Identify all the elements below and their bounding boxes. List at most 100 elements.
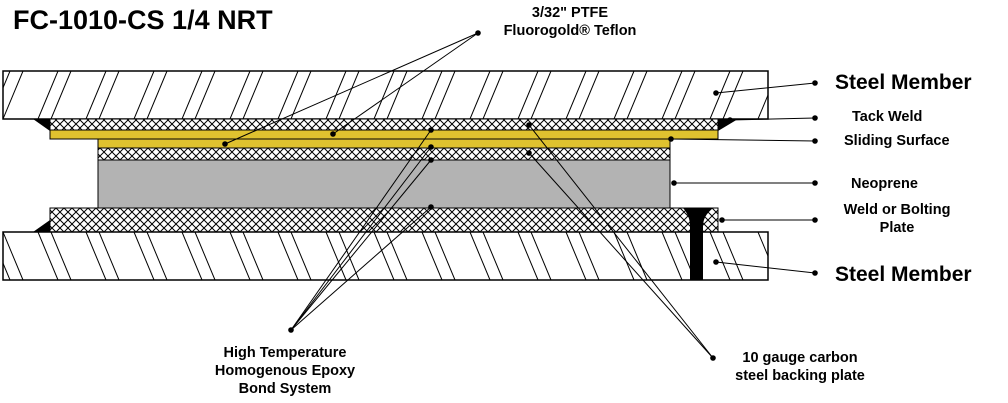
steel-hatch-line bbox=[386, 71, 408, 119]
leader-backing-1 bbox=[528, 124, 714, 359]
steel-hatch-line bbox=[613, 232, 635, 280]
steel-hatch-line bbox=[517, 71, 539, 119]
steel-hatch-line bbox=[530, 71, 552, 119]
label-weld-bolting-plate: Weld or Bolting Plate bbox=[832, 201, 962, 237]
leader-tack-weld bbox=[729, 117, 816, 121]
label-epoxy-line1: High Temperature bbox=[223, 345, 347, 361]
steel-hatch-line bbox=[674, 71, 696, 119]
leader-dot bbox=[428, 204, 434, 210]
steel-hatch-line bbox=[85, 232, 107, 280]
leader-dot bbox=[428, 157, 434, 163]
steel-hatch-line bbox=[565, 71, 587, 119]
leader-dot bbox=[526, 150, 532, 156]
steel-hatch-line bbox=[578, 232, 600, 280]
label-ptfe: 3/32" PTFE Fluorogold® Teflon bbox=[490, 4, 650, 40]
leader-dot bbox=[713, 259, 719, 265]
leader-dot bbox=[330, 131, 336, 137]
label-epoxy: High Temperature Homogenous Epoxy Bond S… bbox=[195, 344, 375, 398]
steel-hatch-line bbox=[290, 232, 312, 280]
steel-hatch-line bbox=[3, 71, 11, 90]
epoxy-layer-middle bbox=[97, 147, 671, 161]
label-steel-member-top: Steel Member bbox=[835, 71, 972, 94]
steel-hatch-line bbox=[325, 232, 347, 280]
leader-dot bbox=[812, 180, 818, 186]
label-epoxy-line2: Homogenous Epoxy bbox=[214, 363, 356, 380]
leader-dot bbox=[222, 141, 228, 147]
steel-hatch-line bbox=[517, 232, 539, 280]
steel-hatch-line bbox=[771, 71, 791, 119]
steel-hatch-line bbox=[194, 71, 216, 119]
page-title: FC-1010-CS 1/4 NRT bbox=[13, 5, 273, 35]
leader-epoxy-4 bbox=[290, 206, 432, 331]
leader-ptfe-1 bbox=[224, 32, 479, 145]
leader-dot bbox=[710, 355, 716, 361]
steel-member-top bbox=[2, 70, 791, 120]
label-tack-weld: Tack Weld bbox=[852, 109, 923, 125]
leader-dot bbox=[428, 144, 434, 150]
leader-dot bbox=[812, 80, 818, 86]
label-steel-member-bottom: Steel Member bbox=[835, 263, 972, 286]
leader-dot bbox=[719, 217, 725, 223]
leader-dot bbox=[475, 30, 481, 36]
leader-dot bbox=[727, 117, 733, 123]
steel-hatch-line bbox=[386, 232, 408, 280]
leader-steel-bottom bbox=[715, 261, 816, 274]
steel-hatch-line bbox=[722, 232, 744, 280]
label-weld-bolting-line2: Plate bbox=[879, 220, 915, 237]
label-ptfe-line1: 3/32" PTFE bbox=[531, 5, 609, 21]
leader-dot bbox=[812, 115, 818, 121]
steel-hatch-line bbox=[434, 232, 456, 280]
steel-hatch-line bbox=[277, 71, 299, 119]
leader-epoxy-1 bbox=[290, 129, 432, 331]
label-sliding-surface: Sliding Surface bbox=[844, 133, 950, 149]
steel-hatch-line bbox=[338, 71, 360, 119]
leader-steel-top bbox=[715, 82, 816, 94]
steel-hatch-line bbox=[290, 71, 312, 119]
leader-ptfe-2 bbox=[332, 32, 479, 135]
steel-hatch-line bbox=[469, 71, 491, 119]
steel-hatch-line bbox=[146, 232, 168, 280]
steel-hatch-line bbox=[709, 71, 731, 119]
leader-dot bbox=[812, 138, 818, 144]
steel-hatch-line bbox=[98, 71, 120, 119]
steel-hatch-line bbox=[482, 232, 504, 280]
steel-hatch-line bbox=[661, 232, 683, 280]
epoxy-layer-top bbox=[49, 118, 719, 131]
steel-hatch-line bbox=[757, 93, 768, 119]
leader-dot bbox=[671, 180, 677, 186]
tack-weld-left bbox=[33, 119, 50, 131]
leader-dot bbox=[668, 136, 674, 142]
leader-dot bbox=[428, 127, 434, 133]
steel-hatch-line bbox=[578, 71, 600, 119]
tack-weld-bottom-left bbox=[33, 220, 50, 232]
steel-hatch-line bbox=[373, 71, 395, 119]
steel-hatch-line bbox=[3, 71, 24, 119]
steel-hatch-line bbox=[757, 232, 768, 258]
steel-hatch-line bbox=[613, 71, 635, 119]
steel-hatch-line bbox=[133, 232, 155, 280]
steel-hatch-line bbox=[373, 232, 395, 280]
label-weld-bolting-line1: Weld or Bolting bbox=[843, 202, 951, 218]
label-backing-plate: 10 gauge carbon steel backing plate bbox=[715, 349, 885, 385]
steel-hatch-line bbox=[3, 261, 11, 280]
steel-hatch-line bbox=[181, 71, 203, 119]
leader-dot bbox=[526, 122, 532, 128]
label-neoprene: Neoprene bbox=[851, 176, 918, 192]
steel-hatch-line bbox=[37, 71, 59, 119]
backing-plate-layer bbox=[97, 138, 671, 149]
steel-hatch-line bbox=[434, 71, 456, 119]
steel-hatch-line bbox=[530, 232, 552, 280]
steel-hatch-line bbox=[50, 232, 72, 280]
label-epoxy-line3: Bond System bbox=[238, 381, 332, 398]
leader-backing-2 bbox=[528, 152, 714, 359]
tack-weld-right bbox=[718, 119, 738, 131]
steel-hatch-line bbox=[338, 232, 360, 280]
steel-hatch-line bbox=[771, 232, 791, 280]
steel-hatch-line bbox=[469, 232, 491, 280]
steel-hatch-line bbox=[133, 71, 155, 119]
steel-hatch-line bbox=[3, 232, 24, 280]
steel-hatch-line bbox=[709, 232, 731, 280]
leader-sliding-surface bbox=[669, 138, 816, 142]
label-backing-line2: steel backing plate bbox=[735, 368, 865, 385]
